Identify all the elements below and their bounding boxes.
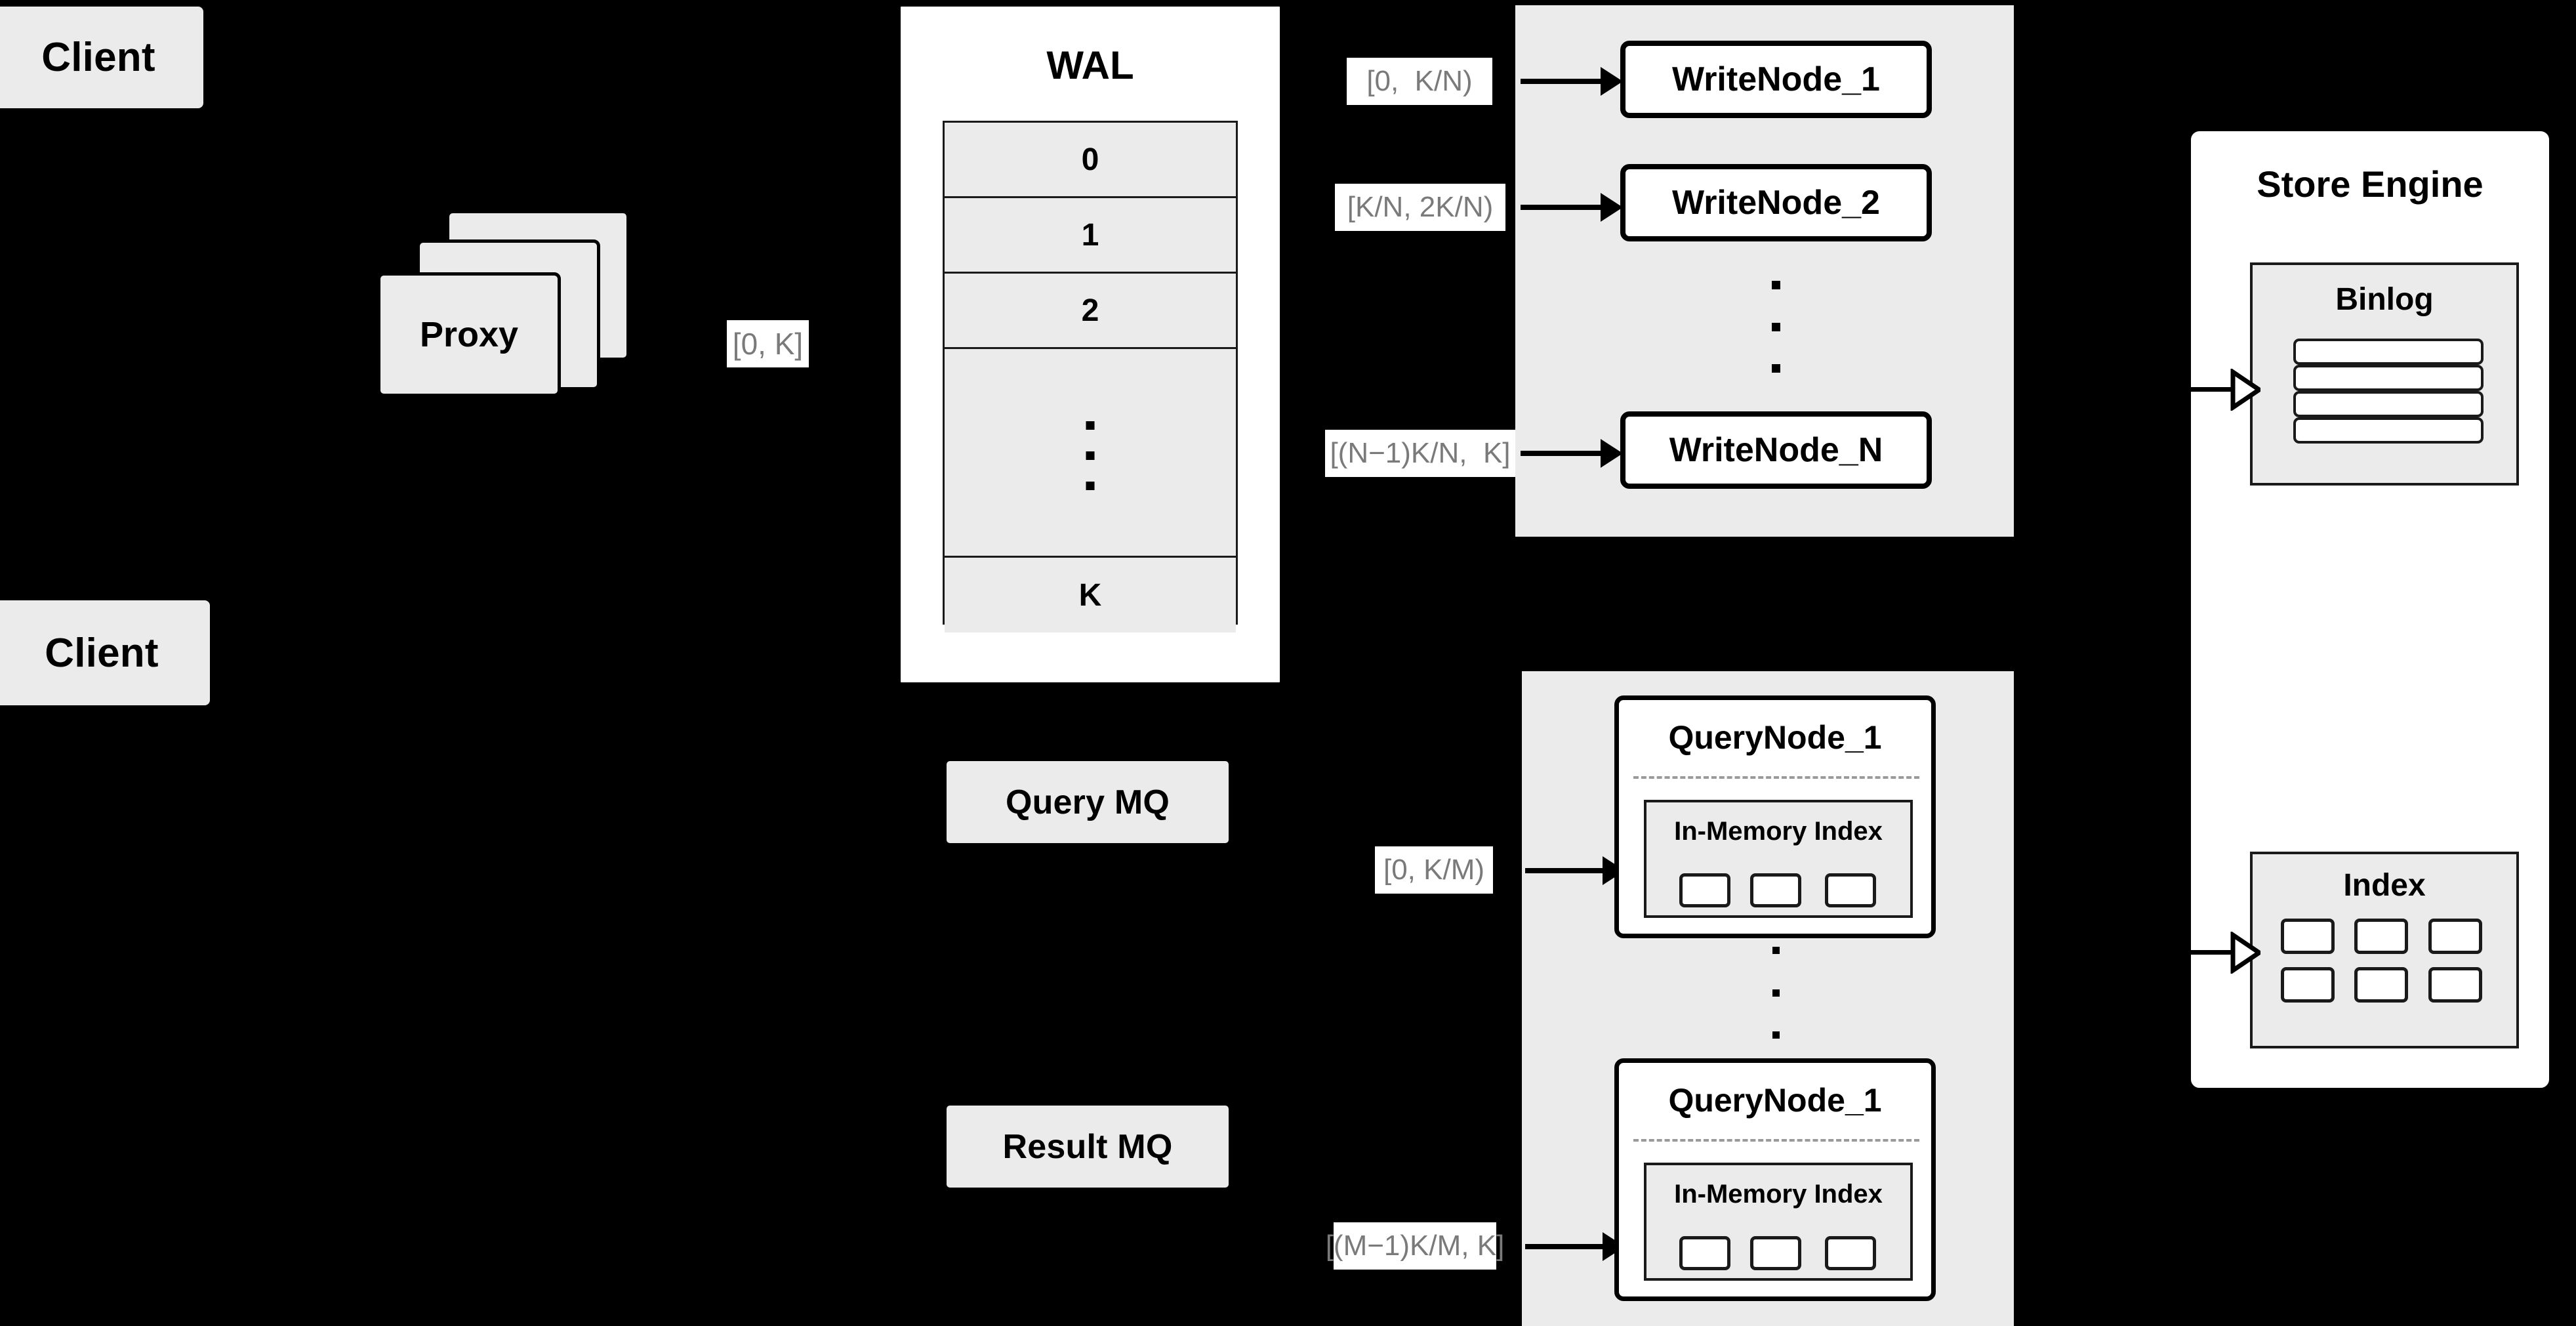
ellipsis-dot (1086, 451, 1095, 460)
binlog-row[interactable] (2293, 339, 2484, 365)
index-chip[interactable] (1825, 873, 1876, 907)
query-node-m-divider (1633, 1139, 1919, 1142)
edge-label-mq-to-querynode-1-text: [0, K/M) (1383, 854, 1485, 886)
arrow-line-to-querynode-m (1525, 1244, 1607, 1249)
write-cluster-ellipsis-dots (1771, 281, 1781, 373)
index-chip[interactable] (2281, 967, 2335, 1003)
arrow-line-to-writenode-1 (1521, 79, 1606, 84)
query-cluster-ellipsis-dots (1771, 947, 1781, 1039)
query-node-1[interactable]: QueryNode_1 In-Memory Index (1614, 695, 1936, 938)
write-node-2-label: WriteNode_2 (1672, 184, 1880, 222)
index-chip[interactable] (2281, 919, 2335, 954)
wal-cell-2[interactable]: 2 (945, 274, 1236, 349)
binlog-row[interactable] (2293, 417, 2484, 444)
arrow-head-open-to-index (2230, 932, 2260, 974)
query-node-m-in-memory-index: In-Memory Index (1644, 1163, 1913, 1281)
write-node-n[interactable]: WriteNode_N (1620, 411, 1932, 489)
query-node-m-label: QueryNode_1 (1668, 1082, 1882, 1119)
edge-label-wal-to-writenode-2-text: [K/N, 2K/N) (1347, 191, 1494, 223)
arrow-head-to-writenode-1 (1601, 67, 1623, 96)
ellipsis-dot (1086, 482, 1095, 490)
index-chip[interactable] (1825, 1236, 1876, 1270)
wal-cell-k[interactable]: K (945, 558, 1236, 632)
edge-label-proxy-to-wal: [0, K] (727, 320, 809, 367)
client-label-2: Client (45, 630, 159, 676)
arrow-head-to-writenode-2 (1601, 193, 1623, 222)
index-chip[interactable] (2428, 967, 2482, 1003)
index-chip[interactable] (2354, 967, 2408, 1003)
wal-cell-0[interactable]: 0 (945, 123, 1236, 198)
ellipsis-dot (1772, 281, 1780, 289)
edge-label-mq-to-querynode-m: [(M−1)K/M, K] (1326, 1222, 1504, 1270)
query-mq-box[interactable]: Query MQ (947, 761, 1229, 843)
ellipsis-dot (1772, 364, 1780, 373)
write-node-1-label: WriteNode_1 (1672, 60, 1880, 98)
wal-cell-text-2: 2 (1081, 293, 1099, 328)
wal-table: 0 1 2 K (943, 121, 1238, 632)
result-mq-box[interactable]: Result MQ (947, 1106, 1229, 1188)
edge-label-wal-to-writenode-1-text: [0, K/N) (1366, 65, 1473, 97)
edge-label-wal-to-writenode-n-text: [(N−1)K/N, K] (1330, 437, 1511, 469)
index-box: Index (2250, 852, 2519, 1048)
store-engine-title: Store Engine (2257, 163, 2484, 205)
query-node-1-in-memory-index: In-Memory Index (1644, 800, 1913, 918)
wal-cell-ellipsis (945, 349, 1236, 558)
query-node-1-index-label: In-Memory Index (1674, 817, 1883, 846)
write-node-2[interactable]: WriteNode_2 (1620, 164, 1932, 241)
wal-ellipsis-dots (1086, 421, 1095, 490)
write-node-n-label: WriteNode_N (1669, 431, 1883, 469)
index-title: Index (2343, 868, 2426, 903)
wal-title: WAL (1046, 43, 1134, 87)
binlog-row[interactable] (2293, 391, 2484, 417)
proxy-stack[interactable]: Proxy (377, 210, 672, 433)
index-chip[interactable] (2354, 919, 2408, 954)
edge-label-mq-to-querynode-m-text: [(M−1)K/M, K] (1325, 1230, 1505, 1262)
edge-label-wal-to-writenode-1: [0, K/N) (1347, 58, 1492, 105)
ellipsis-dot (1086, 421, 1095, 430)
proxy-label: Proxy (419, 315, 519, 354)
arrow-line-to-querynode-1 (1525, 868, 1607, 873)
index-chip[interactable] (1679, 873, 1730, 907)
binlog-box: Binlog (2250, 262, 2519, 486)
binlog-row[interactable] (2293, 365, 2484, 391)
query-node-m-index-label: In-Memory Index (1674, 1180, 1883, 1209)
wal-cell-text-1: 1 (1081, 217, 1099, 253)
edge-label-proxy-to-wal-text: [0, K] (732, 327, 804, 361)
arrow-head-to-writenode-n (1601, 439, 1623, 468)
ellipsis-dot (1772, 322, 1780, 331)
arrow-line-to-writenode-2 (1521, 205, 1606, 210)
client-box-1[interactable]: Client (0, 7, 203, 108)
ellipsis-dot (1772, 1031, 1780, 1039)
arrow-line-to-binlog (2190, 387, 2237, 392)
ellipsis-dot (1772, 989, 1780, 997)
arrow-line-to-index (2190, 950, 2237, 955)
client-box-2[interactable]: Client (0, 600, 210, 705)
result-mq-label: Result MQ (1002, 1127, 1173, 1166)
index-chip[interactable] (1750, 873, 1801, 907)
wal-cell-text-0: 0 (1081, 142, 1099, 177)
ellipsis-dot (1772, 947, 1780, 954)
proxy-box[interactable]: Proxy (377, 272, 561, 397)
index-chip[interactable] (1679, 1236, 1730, 1270)
arrow-head-open-to-binlog (2230, 369, 2260, 411)
index-chip[interactable] (2428, 919, 2482, 954)
index-chip[interactable] (1750, 1236, 1801, 1270)
binlog-title: Binlog (2335, 282, 2434, 317)
wal-cell-text-k: K (1078, 577, 1102, 613)
query-node-1-label: QueryNode_1 (1668, 719, 1882, 756)
client-label-1: Client (41, 35, 155, 80)
edge-label-wal-to-writenode-2: [K/N, 2K/N) (1335, 184, 1505, 231)
query-mq-label: Query MQ (1005, 783, 1170, 821)
edge-label-mq-to-querynode-1: [0, K/M) (1375, 846, 1493, 894)
wal-cell-1[interactable]: 1 (945, 198, 1236, 274)
query-node-1-divider (1633, 776, 1919, 779)
write-node-1[interactable]: WriteNode_1 (1620, 41, 1932, 118)
arrow-line-to-writenode-n (1521, 451, 1606, 456)
edge-label-wal-to-writenode-n: [(N−1)K/N, K] (1325, 430, 1515, 477)
query-node-m[interactable]: QueryNode_1 In-Memory Index (1614, 1058, 1936, 1301)
